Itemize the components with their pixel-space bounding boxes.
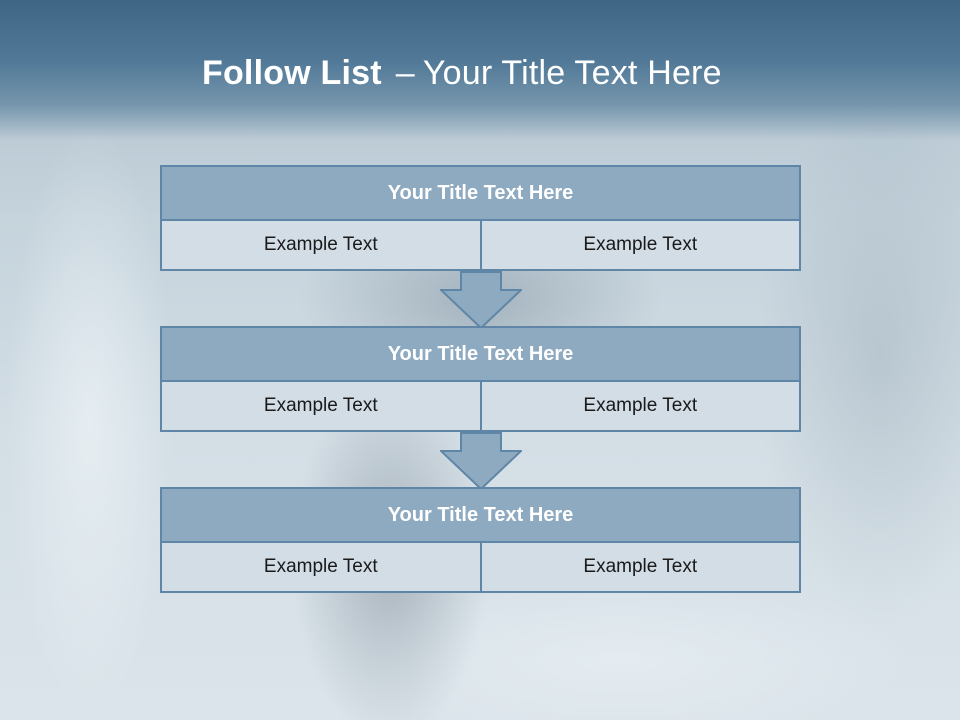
header-band [0, 0, 960, 140]
block-cell-left: Example Text [160, 221, 482, 271]
block-cell-left: Example Text [160, 543, 482, 593]
list-block-1: Your Title Text Here Example Text Exampl… [160, 165, 801, 271]
block-cell-right: Example Text [481, 382, 801, 432]
list-block-3: Your Title Text Here Example Text Exampl… [160, 487, 801, 593]
block-title: Your Title Text Here [160, 326, 801, 382]
block-cell-right: Example Text [481, 221, 801, 271]
block-cell-left: Example Text [160, 382, 482, 432]
slide-title: Follow List–Your Title Text Here [202, 54, 722, 93]
block-title: Your Title Text Here [160, 487, 801, 543]
block-cell-right: Example Text [481, 543, 801, 593]
block-row: Example Text Example Text [160, 543, 801, 593]
block-row: Example Text Example Text [160, 221, 801, 271]
slide-title-bold: Follow List [202, 54, 382, 92]
slide-title-rest: Your Title Text Here [422, 54, 722, 92]
list-block-2: Your Title Text Here Example Text Exampl… [160, 326, 801, 432]
block-row: Example Text Example Text [160, 382, 801, 432]
block-title: Your Title Text Here [160, 165, 801, 221]
down-arrow-icon [440, 271, 522, 329]
down-arrow-icon [440, 432, 522, 490]
slide-title-dash: – [395, 54, 415, 92]
